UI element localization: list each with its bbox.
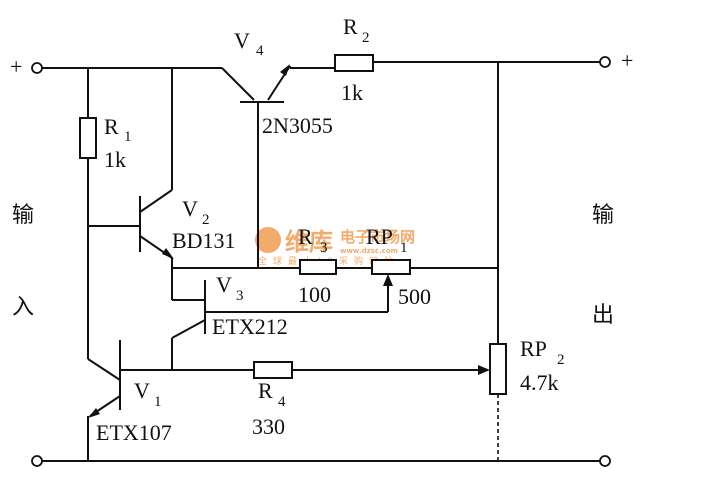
transistor-v4: V 4 2N3055 [221,28,333,268]
rp2-subscript: 2 [557,352,565,368]
rp2-label: RP [520,336,547,361]
v2-subscript: 2 [202,212,210,228]
r2-subscript: 2 [362,30,370,46]
v1-part: ETX107 [96,420,172,445]
watermark-logo-icon [255,227,281,253]
r2-value: 1k [341,80,363,105]
r4-subscript: 4 [278,394,286,410]
potentiometer-rp2: RP 2 4.7k [489,336,565,395]
potentiometer-rp1: RP 1 500 [366,224,431,312]
watermark-url: www.dzsc.com [340,247,398,255]
transistor-v3: V 3 ETX212 [171,272,388,370]
r2-label: R [343,14,358,39]
resistor-r2: R 2 1k [334,14,374,105]
input-label-char1: 输 [12,203,34,228]
v2-part: BD131 [172,228,236,253]
input-plus-label: + [10,54,22,79]
output-label-char1: 输 [592,203,614,228]
resistor-r1: R 1 1k [79,68,132,359]
input-label-char2: 入 [12,295,34,320]
watermark: 维库 电子市场网 www.dzsc.com 全球最大IC采购网站 [255,227,415,267]
output-minus-terminal [599,455,611,467]
r4-value: 330 [252,414,285,439]
v1-label: V [134,378,150,403]
rp2-value: 4.7k [520,370,559,395]
v3-label: V [216,272,232,297]
output-plus-terminal [599,56,611,68]
watermark-site: 电子市场网 [340,228,415,246]
v4-part: 2N3055 [262,113,333,138]
transistor-v1: V 1 ETX107 [87,340,254,461]
input-plus-terminal [31,62,43,74]
output-label-char2: 出 [592,303,614,328]
rp1-label: RP [366,224,393,249]
rp1-value: 500 [398,284,431,309]
v3-part: ETX212 [212,314,288,339]
r1-label: R [104,114,119,139]
rp1-subscript: 1 [400,240,408,256]
r1-subscript: 1 [124,129,132,145]
input-minus-terminal [31,455,43,467]
r3-subscript: 3 [320,240,328,256]
resistor-r4: R 4 330 [252,361,490,439]
v4-label: V [234,28,250,53]
v1-subscript: 1 [154,394,162,410]
v2-label: V [182,196,198,221]
v3-subscript: 3 [236,288,244,304]
r3-label: R [298,224,313,249]
resistor-r3: R 3 100 [298,224,337,307]
r4-label: R [258,378,273,403]
output-plus-label: + [621,48,633,73]
transistor-v2: V 2 BD131 [88,68,236,301]
top-rail: + + [10,48,633,79]
r1-value: 1k [104,147,126,172]
r3-value: 100 [298,282,331,307]
watermark-brand: 维库 [285,228,333,256]
bottom-rail [31,455,611,467]
v4-subscript: 4 [256,43,264,59]
